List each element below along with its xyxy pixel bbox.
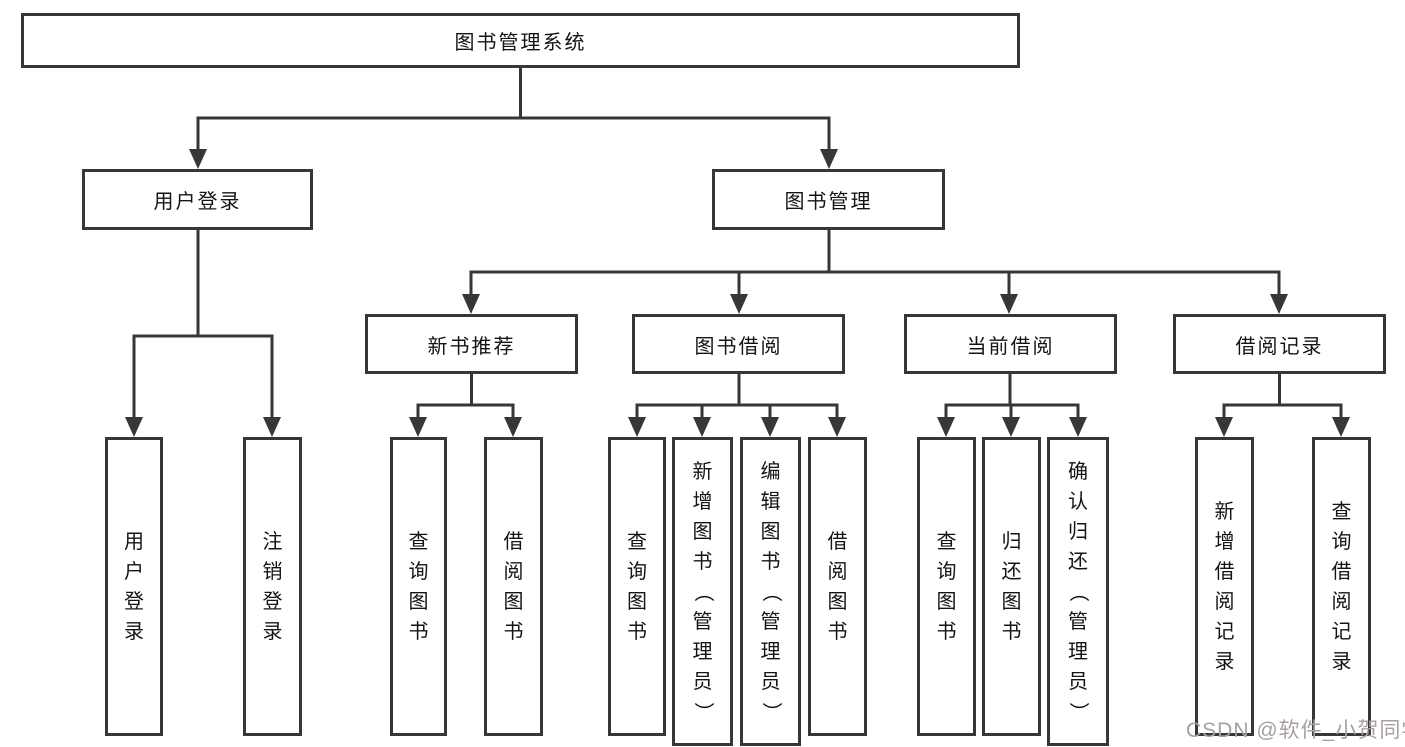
node-user-login-label: 用户登录	[153, 191, 242, 213]
leaf-recommend-borrow-book: 借阅图书	[484, 437, 543, 736]
watermark: CSDN @软件_小贺同学	[1186, 719, 1405, 742]
leaf-add-borrow-record: 新增借阅记录	[1195, 437, 1254, 736]
leaf-confirm-return-admin: 确认归还（管理员）	[1047, 437, 1109, 746]
node-book-borrow-label: 图书借阅	[694, 335, 783, 358]
node-user-login: 用户登录	[82, 169, 313, 230]
leaf-recommend-query-book: 查询图书	[390, 437, 447, 736]
leaf-borrow-query-book-label: 查询图书	[627, 530, 647, 643]
leaf-recommend-query-book-label: 查询图书	[408, 530, 429, 643]
leaf-edit-book-admin: 编辑图书（管理员）	[740, 437, 801, 746]
node-new-book-recommend: 新书推荐	[365, 314, 578, 374]
leaf-confirm-return-admin-label: 确认归还（管理员）	[1067, 460, 1089, 722]
leaf-borrow-borrow-book: 借阅图书	[808, 437, 867, 736]
node-root-system: 图书管理系统	[21, 13, 1020, 68]
leaf-return-book: 归还图书	[982, 437, 1041, 736]
node-book-borrow: 图书借阅	[632, 314, 845, 374]
leaf-recommend-borrow-book-label: 借阅图书	[503, 530, 524, 643]
leaf-edit-book-admin-label: 编辑图书（管理员）	[759, 460, 782, 722]
connector-segments	[132, 66, 1343, 422]
node-root-label: 图书管理系统	[454, 32, 587, 54]
leaf-current-query-book: 查询图书	[917, 437, 976, 736]
leaf-borrow-borrow-book-label: 借阅图书	[827, 530, 848, 643]
leaf-logout: 注销登录	[243, 437, 302, 736]
leaf-logout-label: 注销登录	[262, 530, 283, 643]
leaf-add-borrow-record-label: 新增借阅记录	[1214, 500, 1235, 673]
leaf-query-borrow-record-label: 查询借阅记录	[1331, 500, 1352, 673]
node-borrow-records: 借阅记录	[1173, 314, 1386, 374]
leaf-borrow-query-book: 查询图书	[608, 437, 666, 736]
leaf-return-book-label: 归还图书	[1001, 530, 1022, 643]
arrow-down-icons	[125, 149, 1350, 437]
leaf-user-login: 用户登录	[105, 437, 163, 736]
leaf-add-book-admin: 新增图书（管理员）	[672, 437, 733, 746]
leaf-add-book-admin-label: 新增图书（管理员）	[691, 460, 714, 722]
node-new-book-recommend-label: 新书推荐	[427, 335, 516, 358]
node-current-borrow: 当前借阅	[904, 314, 1117, 374]
node-book-management-label: 图书管理	[784, 191, 873, 213]
node-borrow-records-label: 借阅记录	[1235, 335, 1324, 358]
node-book-management: 图书管理	[712, 169, 945, 230]
leaf-user-login-label: 用户登录	[124, 530, 144, 643]
leaf-current-query-book-label: 查询图书	[936, 530, 957, 643]
leaf-query-borrow-record: 查询借阅记录	[1312, 437, 1371, 736]
node-current-borrow-label: 当前借阅	[966, 335, 1055, 358]
